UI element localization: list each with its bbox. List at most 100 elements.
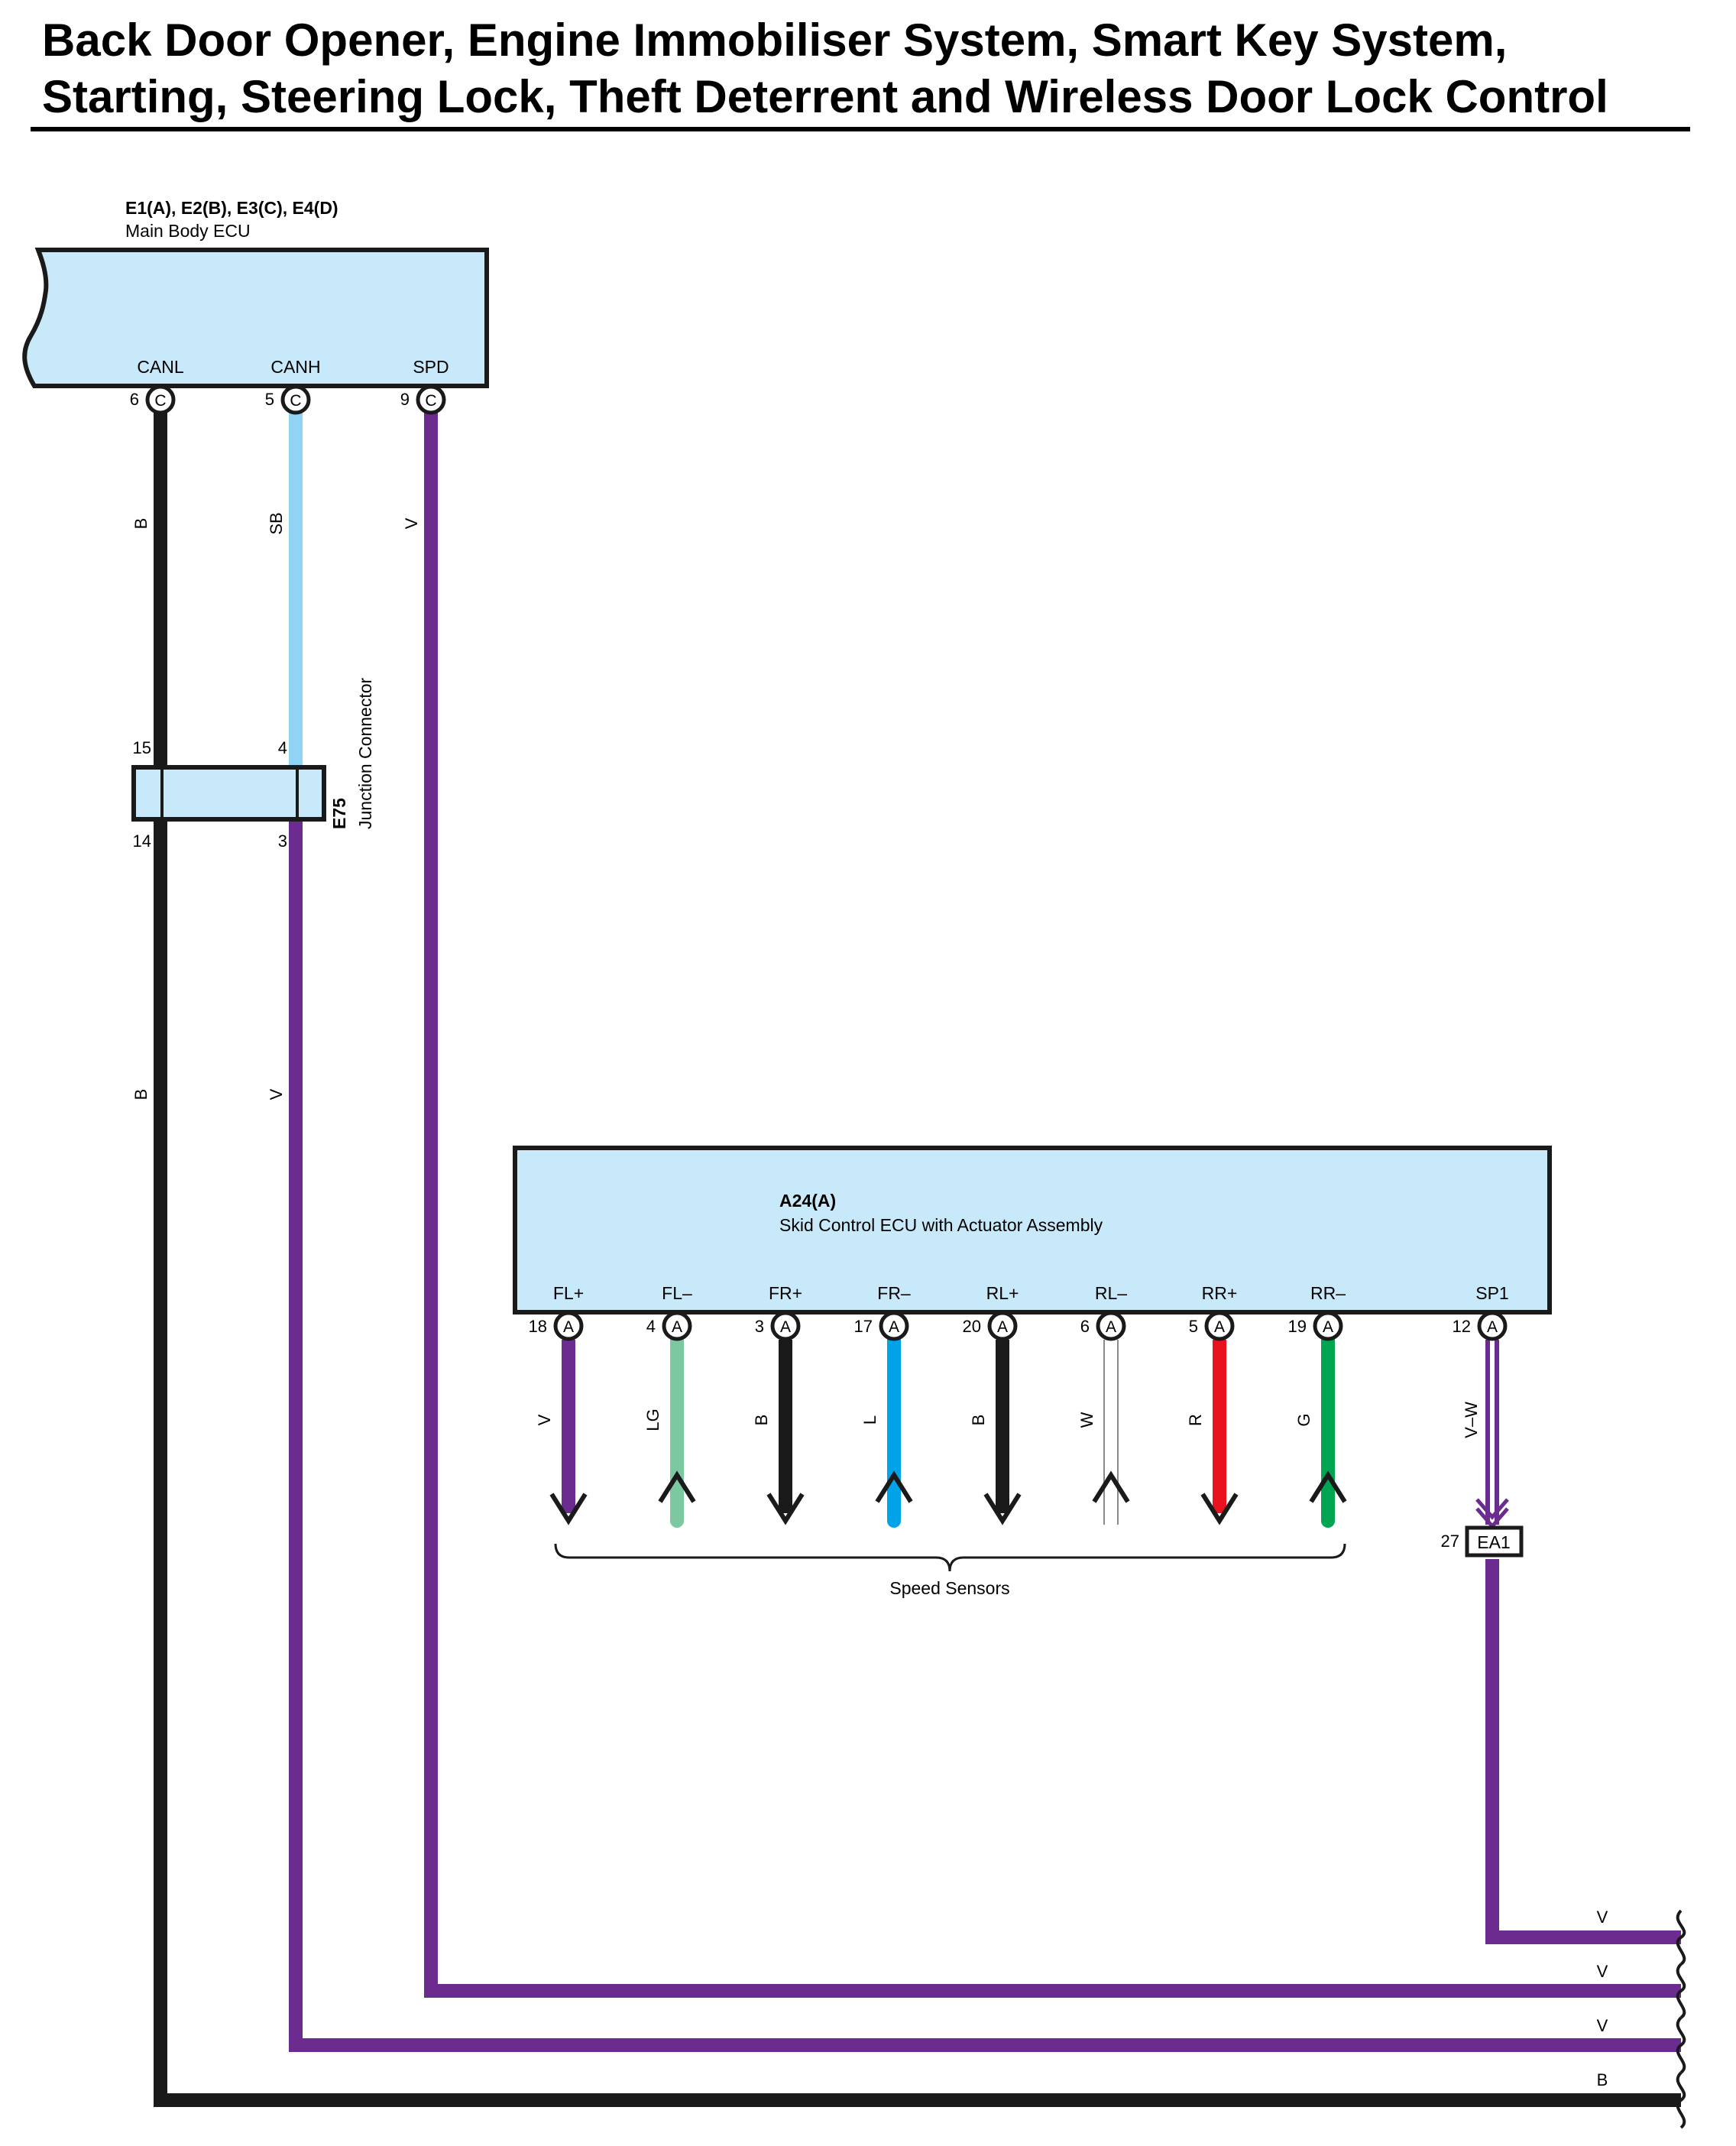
ea1-connector-box — [1465, 1525, 1524, 1558]
wire-label-fr-plus: B — [752, 1415, 771, 1426]
main-ecu-name: Main Body ECU — [125, 221, 251, 241]
arrow-rl-plus — [983, 1493, 1022, 1525]
pin-fl-minus-connector: A — [672, 1318, 682, 1336]
pin-fl-plus-circle — [553, 1311, 584, 1341]
pin-canl-connector: C — [154, 392, 166, 410]
wire-label-fl-minus: LG — [643, 1409, 662, 1431]
terminal-rr-plus-label: RR+ — [1202, 1283, 1238, 1303]
ea1-code: EA1 — [1477, 1532, 1510, 1552]
wire-label-canh-upper: SB — [267, 512, 286, 534]
speed-sensors-label: Speed Sensors — [889, 1578, 1009, 1598]
jc-code: E75 — [329, 798, 349, 829]
pin-fl-plus-connector: A — [563, 1318, 574, 1336]
break-mark-1 — [1676, 1909, 1686, 1966]
jc-name: Junction Connector — [355, 677, 375, 829]
wire-label-right-v2: V — [1597, 1962, 1608, 1981]
terminal-fr-minus-label: FR– — [877, 1283, 911, 1303]
arrow-rr-plus — [1200, 1493, 1239, 1525]
pin-fr-minus-circle — [879, 1311, 909, 1341]
junction-connector-box — [131, 765, 326, 822]
title-underline — [31, 127, 1690, 131]
pin-sp1-circle — [1477, 1311, 1508, 1341]
page-title: Back Door Opener, Engine Immobiliser Sys… — [42, 12, 1708, 125]
pin-canl-number: 6 — [130, 390, 139, 409]
pin-rl-plus-circle — [987, 1311, 1018, 1341]
wire-canh-lower — [289, 819, 1681, 2052]
pin-spd-number: 9 — [400, 390, 410, 409]
pin-sp1-connector: A — [1487, 1318, 1498, 1336]
wire-ea1 — [1485, 1559, 1681, 1944]
pin-fl-minus-number: 4 — [646, 1317, 656, 1336]
wire-label-fl-plus: V — [535, 1414, 554, 1425]
speed-sensors-brace — [554, 1543, 1346, 1572]
pin-fr-plus-connector: A — [780, 1318, 791, 1336]
pin-canl: 6 C — [130, 384, 176, 415]
terminal-fr-plus-label: FR+ — [769, 1283, 802, 1303]
pin-fl-plus-number: 18 — [529, 1317, 547, 1336]
pin-rr-plus-connector: A — [1214, 1318, 1225, 1336]
pin-rl-minus-number: 6 — [1080, 1317, 1090, 1336]
pin-rr-plus-circle — [1204, 1311, 1235, 1341]
pin-fr-minus-number: 17 — [854, 1317, 873, 1336]
pin-fr-plus-number: 3 — [755, 1317, 764, 1336]
pin-rl-minus-circle — [1096, 1311, 1126, 1341]
jc-pin-14: 14 — [133, 831, 151, 851]
break-mark-4 — [1676, 2071, 1686, 2129]
ea1-pin-number: 27 — [1441, 1532, 1459, 1551]
arrow-fr-plus — [766, 1493, 805, 1525]
wire-label-rl-plus: B — [969, 1415, 988, 1426]
arrow-sp1-1 — [1475, 1498, 1509, 1520]
jc-pin-3: 3 — [278, 831, 287, 851]
arrow-rr-minus — [1309, 1470, 1347, 1503]
pin-rl-plus-connector: A — [997, 1318, 1008, 1336]
pin-rr-minus-connector: A — [1323, 1318, 1333, 1336]
main-ecu-connectors: E1(A), E2(B), E3(C), E4(D) — [125, 198, 338, 218]
skid-control-ecu-box — [513, 1146, 1552, 1315]
wire-label-rr-plus: R — [1186, 1414, 1205, 1426]
break-mark-2 — [1676, 1963, 1686, 2019]
pin-sp1-number: 12 — [1453, 1317, 1471, 1336]
terminal-rl-minus-label: RL– — [1095, 1283, 1127, 1303]
terminal-rl-plus-label: RL+ — [986, 1283, 1019, 1303]
main-body-ecu-box — [22, 248, 489, 388]
terminal-spd-label: SPD — [413, 357, 449, 377]
wire-label-right-v3: V — [1597, 2016, 1608, 2035]
wire-label-rr-minus: G — [1294, 1413, 1313, 1426]
wire-canl — [154, 413, 1681, 2107]
pin-canh-number: 5 — [265, 390, 274, 409]
skid-ecu-connector: A24(A) — [779, 1191, 836, 1211]
pin-rl-minus-connector: A — [1106, 1318, 1116, 1336]
wire-label-canh-lower: V — [267, 1088, 286, 1100]
terminal-canh-label: CANH — [270, 357, 320, 377]
pin-fr-minus-connector: A — [889, 1318, 899, 1336]
arrow-fl-minus — [658, 1470, 696, 1503]
pin-spd: 9 C — [400, 384, 446, 415]
arrow-rl-minus — [1092, 1470, 1130, 1503]
jc-pin-4: 4 — [278, 738, 287, 757]
wire-label-right-b: B — [1597, 2070, 1608, 2089]
terminal-sp1-label: SP1 — [1475, 1283, 1508, 1303]
wire-label-sp1: V–W — [1462, 1402, 1481, 1438]
pin-canh: 5 C — [265, 384, 311, 415]
skid-ecu-name: Skid Control ECU with Actuator Assembly — [779, 1215, 1103, 1235]
title-line-2: Starting, Steering Lock, Theft Deterrent… — [42, 71, 1608, 122]
pin-fr-plus-circle — [770, 1311, 801, 1341]
terminal-rr-minus-label: RR– — [1310, 1283, 1346, 1303]
break-mark-3 — [1676, 2016, 1686, 2074]
pin-rr-minus-number: 19 — [1288, 1317, 1307, 1336]
wire-label-canl-upper: B — [131, 518, 151, 530]
pin-fl-minus-circle — [662, 1311, 692, 1341]
wire-label-spd: V — [402, 517, 421, 529]
wire-label-canl-lower: B — [131, 1089, 151, 1101]
jc-pin-15: 15 — [133, 738, 151, 757]
pin-rr-plus-number: 5 — [1189, 1317, 1198, 1336]
pin-rl-plus-number: 20 — [963, 1317, 981, 1336]
pin-spd-connector: C — [425, 392, 436, 410]
terminal-fl-minus-label: FL– — [662, 1283, 692, 1303]
terminal-canl-label: CANL — [137, 357, 184, 377]
title-line-1: Back Door Opener, Engine Immobiliser Sys… — [42, 15, 1508, 66]
wire-spd — [424, 413, 1681, 1998]
pin-rr-minus-circle — [1313, 1311, 1343, 1341]
